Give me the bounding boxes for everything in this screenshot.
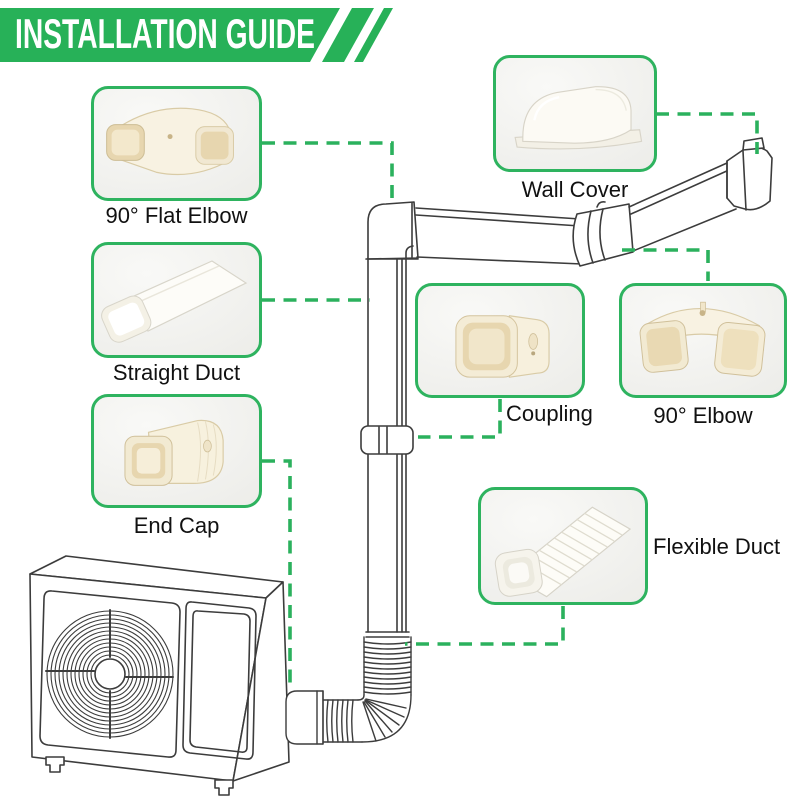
connector-wall-cover [656, 112, 759, 154]
part-card-flexible-duct [478, 487, 648, 605]
flexible-duct-photo [494, 506, 632, 598]
coupling-photo [455, 315, 550, 378]
elbow-90-photo [639, 301, 766, 377]
part-label-flexible-duct: Flexible Duct [653, 534, 781, 559]
part-label-coupling: Coupling [506, 401, 593, 426]
flexible-duct-drawing [285, 636, 412, 745]
connector-flexible-duct [405, 606, 565, 646]
part-label-end-cap: End Cap [133, 513, 220, 538]
part-label-straight-duct: Straight Duct [112, 360, 241, 385]
fan-grille [45, 609, 174, 739]
outdoor-unit-drawing [29, 555, 290, 796]
connector-flat-elbow [262, 141, 394, 201]
wall-cover-photo [514, 86, 643, 150]
banner-body [0, 8, 340, 62]
connector-coupling [418, 399, 502, 439]
banner-stripe-wide [322, 8, 374, 62]
part-card-coupling [415, 283, 585, 398]
end-cap-photo [124, 419, 224, 486]
part-card-flat-elbow [91, 86, 262, 201]
banner-title: INSTALLATION GUIDE [15, 10, 315, 57]
straight-duct-photo [101, 260, 248, 343]
part-card-straight-duct [91, 242, 262, 358]
part-card-elbow-90 [619, 283, 787, 398]
part-card-wall-cover [493, 55, 657, 172]
title-banner: INSTALLATION GUIDE [0, 8, 393, 62]
connector-end-cap [262, 459, 292, 691]
duct-run-drawing [360, 137, 773, 638]
part-card-end-cap [91, 394, 262, 508]
banner-stripe-thin [354, 8, 393, 62]
part-label-flat-elbow: 90° Flat Elbow [105, 203, 248, 228]
part-label-wall-cover: Wall Cover [521, 177, 629, 202]
connector-elbow-90 [622, 248, 710, 281]
flat-elbow-photo [106, 107, 234, 176]
part-label-elbow-90: 90° Elbow [653, 403, 753, 428]
